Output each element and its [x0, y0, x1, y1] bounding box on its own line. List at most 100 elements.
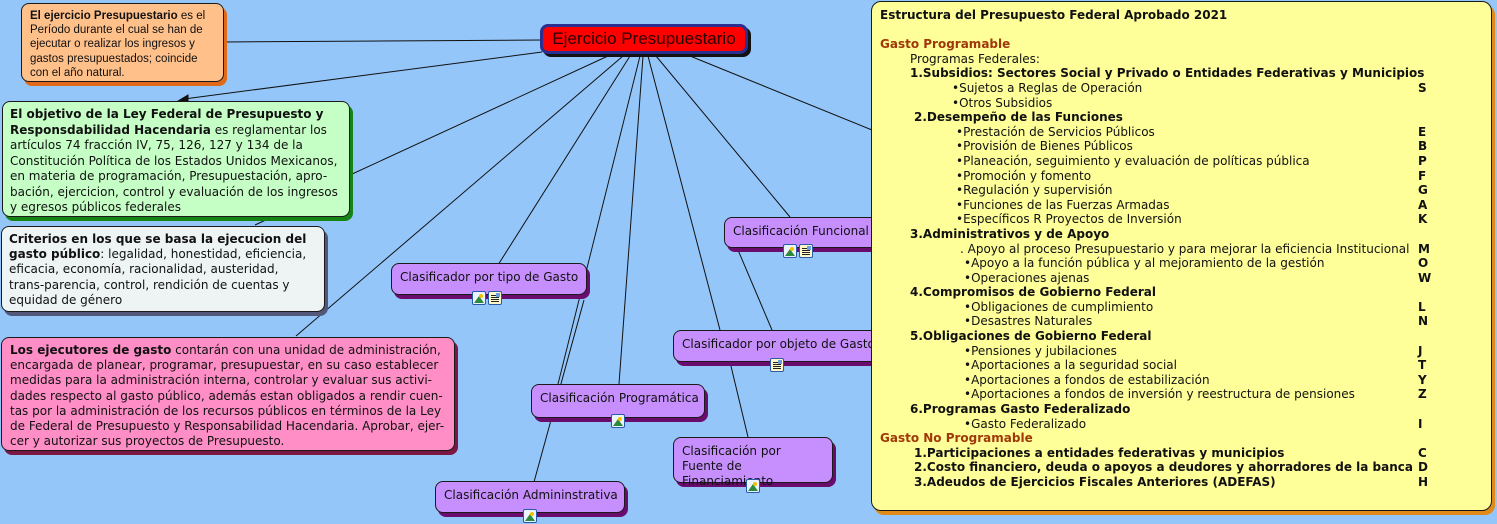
note-icon[interactable] — [488, 291, 502, 305]
program-code: F — [1418, 168, 1427, 183]
structure-line: Gasto No Programable — [880, 431, 1483, 446]
image-icon[interactable] — [783, 244, 797, 258]
structure-line-text: •Operaciones ajenas — [964, 270, 1090, 285]
structure-line-text: 2.Costo financiero, deuda o apoyos a deu… — [914, 460, 1414, 475]
topic-clasificacion-administrativa[interactable]: Clasificación Admininstrativa — [435, 481, 625, 523]
topic-clasificacion-fuente-financiamiento[interactable]: Clasificación por Fuente de Financiamien… — [673, 437, 833, 493]
structure-line-text: •Otros Subsidios — [952, 95, 1053, 110]
structure-line-text: Gasto Programable — [880, 37, 1011, 52]
program-code: K — [1418, 212, 1428, 227]
structure-line-text: •Aportaciones a fondos de inversión y re… — [964, 387, 1355, 402]
note-text: contarán con una unidad de administració… — [10, 343, 445, 449]
structure-line-text: 3.Administrativos y de Apoyo — [910, 226, 1110, 241]
note-icon[interactable] — [770, 358, 784, 372]
structure-line: •Pensiones y jubilaciones J — [880, 344, 1483, 359]
link-pink — [295, 55, 624, 337]
structure-line-text: 4.Compromisos de Gobierno Federal — [910, 285, 1156, 300]
link-tipo — [497, 55, 631, 266]
structure-line: •Regulación y supervisión G — [880, 183, 1483, 198]
topic-clasificador-tipo-gasto[interactable]: Clasificador por tipo de Gasto — [391, 263, 587, 305]
structure-line-text: •Promoción y fomento — [956, 168, 1092, 183]
structure-line: •Específicos R Proyectos de Inversión K — [880, 212, 1483, 227]
program-code: H — [1418, 475, 1429, 489]
program-code: O — [1418, 256, 1429, 271]
link-programatica — [557, 55, 641, 385]
structure-line-text: Programas Federales: — [910, 51, 1040, 66]
structure-line-text: •Prestación de Servicios Públicos — [956, 124, 1155, 139]
topic-clasificador-objeto-gasto[interactable]: Clasificador por objeto de Gasto — [673, 330, 883, 372]
image-icon[interactable] — [472, 291, 486, 305]
program-code: E — [1418, 124, 1427, 139]
topic-label: Clasificación Programática — [540, 391, 699, 405]
structure-line-text: 1.Subsidios: Sectores Social y Privado o… — [910, 66, 1425, 81]
structure-line-text: •Planeación, seguimiento y evaluación de… — [956, 153, 1310, 168]
link-funcional — [655, 55, 791, 218]
program-code: B — [1418, 139, 1428, 154]
note-text: : legalidad, honestidad, eficiencia, efi… — [9, 247, 307, 307]
structure-line: •Apoyo a la función pública y al mejoram… — [880, 256, 1483, 271]
note-text: es reglamentar los artículos 74 fracción… — [10, 122, 338, 215]
program-code: T — [1418, 358, 1427, 373]
note-bold-text: El objetivo de la Ley Federal de Presupu… — [10, 107, 324, 137]
note-text: es el Período durante el cual se han de … — [30, 10, 206, 79]
image-icon[interactable] — [611, 414, 625, 428]
structure-line: •Aportaciones a fondos de estabilización… — [880, 373, 1483, 388]
structure-line: •Operaciones ajenas W — [880, 271, 1483, 286]
topic-label: Clasificación por Fuente de Financiamien… — [682, 444, 781, 488]
program-code: I — [1418, 416, 1423, 431]
note-bold-text: El ejercicio Presupuestario — [30, 10, 178, 22]
structure-line-text: 5.Obligaciones de Gobierno Federal — [910, 329, 1152, 344]
program-code: J — [1418, 343, 1423, 358]
structure-line: 3.Adeudos de Ejercicios Fiscales Anterio… — [880, 475, 1483, 490]
structure-line-text: •Específicos R Proyectos de Inversión — [956, 212, 1182, 227]
structure-line-text: . Apoyo al proceso Presupuestario y para… — [960, 241, 1410, 256]
link-programatica-2 — [618, 55, 644, 385]
structure-line-text: •Obligaciones de cumplimiento — [964, 299, 1154, 314]
program-code: A — [1418, 197, 1428, 212]
topic-label: Clasificador por objeto de Gasto — [682, 337, 875, 351]
image-icon[interactable] — [523, 509, 537, 523]
note-ley-objective[interactable]: El objetivo de la Ley Federal de Presupu… — [2, 101, 350, 217]
topic-clasificacion-programatica[interactable]: Clasificación Programática — [531, 384, 705, 428]
link-green-right — [349, 55, 609, 176]
structure-line: •Prestación de Servicios Públicos E — [880, 125, 1483, 140]
program-code: S — [1418, 80, 1427, 95]
program-code: W — [1418, 270, 1432, 285]
note-ejercicio-definition[interactable]: El ejercicio Presupuestario es el Períod… — [21, 3, 224, 82]
structure-line-text: •Pensiones y jubilaciones — [964, 343, 1117, 358]
structure-line: Programas Federales: — [880, 52, 1483, 67]
structure-line: 5.Obligaciones de Gobierno Federal — [880, 329, 1483, 344]
structure-title: Estructura del Presupuesto Federal Aprob… — [880, 8, 1228, 22]
structure-line: •Funciones de las Fuerzas Armadas A — [880, 198, 1483, 213]
note-estructura-presupuesto[interactable]: Estructura del Presupuesto Federal Aprob… — [871, 1, 1492, 511]
topic-label: Clasificador por tipo de Gasto — [400, 270, 579, 284]
structure-line-text: 3.Adeudos de Ejercicios Fiscales Anterio… — [914, 475, 1276, 489]
structure-line-text: •Regulación y supervisión — [956, 183, 1113, 198]
program-code: G — [1418, 183, 1428, 198]
structure-line-text: •Funciones de las Fuerzas Armadas — [956, 197, 1170, 212]
structure-line: 2.Desempeño de las Funciones — [880, 110, 1483, 125]
structure-line: . Apoyo al proceso Presupuestario y para… — [880, 242, 1483, 257]
structure-line-text: 1.Participaciones a entidades federativa… — [914, 445, 1285, 460]
structure-line: 3.Administrativos y de Apoyo — [880, 227, 1483, 242]
link-grey — [254, 217, 271, 226]
central-topic[interactable]: Ejercicio Presupuestario — [540, 24, 748, 54]
note-criterios[interactable]: Criterios en los que se basa la ejecucio… — [1, 226, 325, 312]
structure-line: 4.Compromisos de Gobierno Federal — [880, 285, 1483, 300]
topic-clasificacion-funcional[interactable]: Clasificación Funcional — [724, 217, 884, 258]
structure-line: Gasto Programable — [880, 37, 1483, 52]
note-icon[interactable] — [799, 244, 813, 258]
note-ejecutores[interactable]: Los ejecutores de gasto contarán con una… — [1, 337, 455, 451]
program-code: N — [1418, 314, 1429, 329]
structure-line-text: 2.Desempeño de las Funciones — [914, 110, 1123, 125]
structure-line: •Otros Subsidios — [880, 96, 1483, 111]
image-icon[interactable] — [746, 479, 760, 493]
structure-line: •Aportaciones a fondos de inversión y re… — [880, 387, 1483, 402]
program-code: L — [1418, 299, 1426, 314]
structure-line-text: •Apoyo a la función pública y al mejoram… — [964, 256, 1325, 271]
